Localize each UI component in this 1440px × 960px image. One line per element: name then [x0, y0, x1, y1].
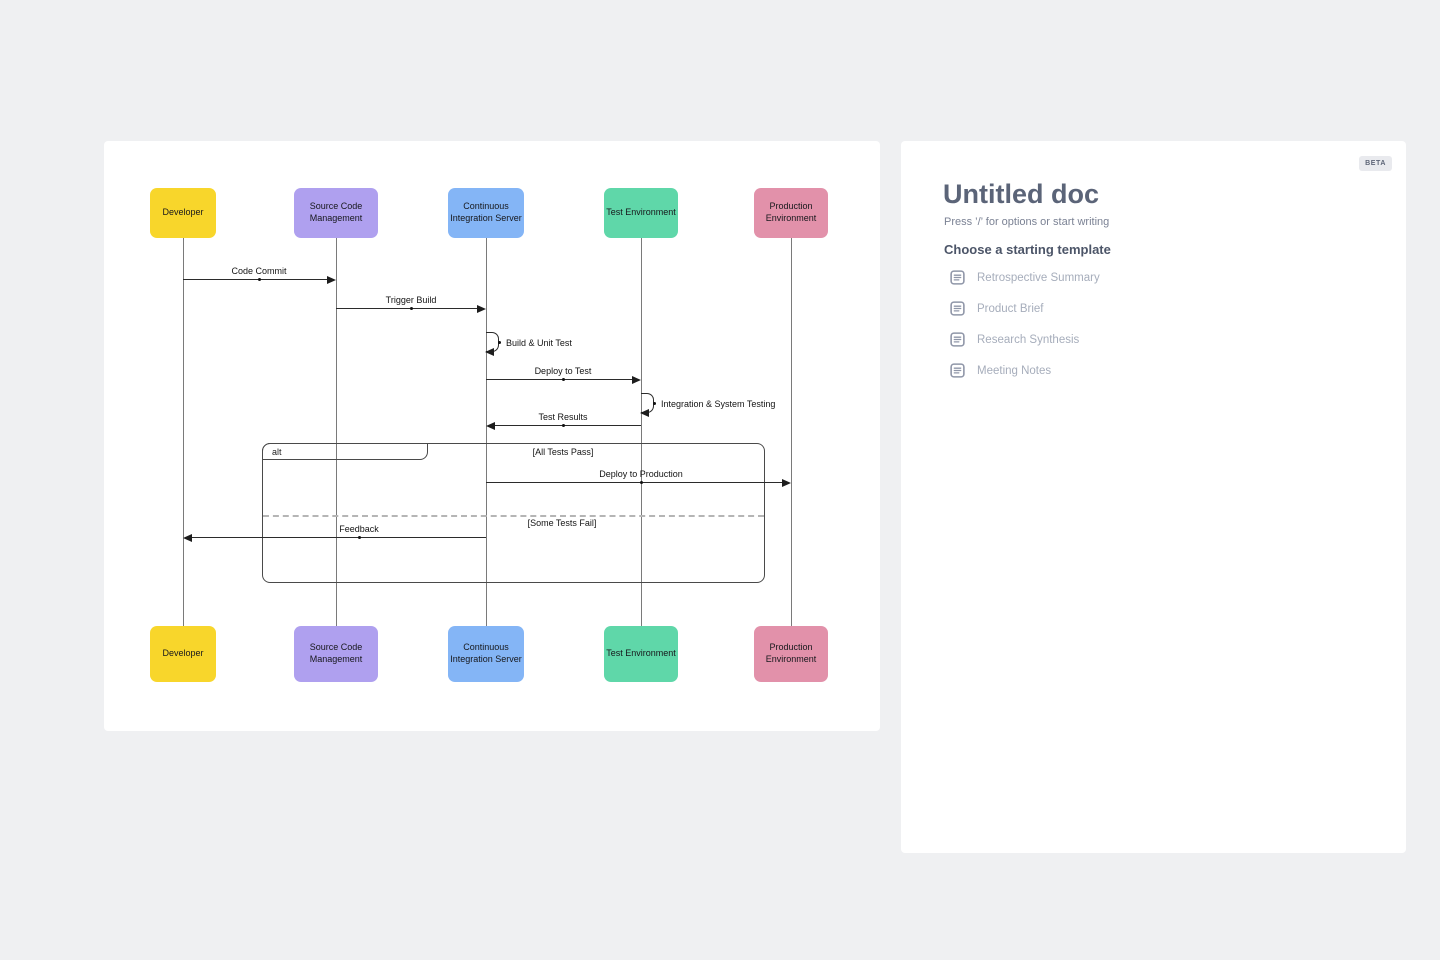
- template-item-label: Retrospective Summary: [977, 271, 1100, 284]
- self-message-integration-system-testing-anchor-dot: [652, 401, 656, 405]
- document-icon: [950, 270, 965, 285]
- template-item-research-synthesis[interactable]: Research Synthesis: [950, 332, 1100, 347]
- message-deploy-to-test-arrowhead-icon: [632, 375, 641, 384]
- alt-fragment-divider: [263, 515, 764, 517]
- self-message-build-unit-test-anchor-dot: [497, 340, 501, 344]
- templates-header: Choose a starting template: [944, 242, 1111, 257]
- actor-test-environment-bottom[interactable]: Test Environment: [604, 626, 678, 682]
- actor-continuous-integration-server-bottom[interactable]: Continuous Integration Server: [448, 626, 524, 682]
- message-test-results-label[interactable]: Test Results: [538, 412, 588, 422]
- message-feedback-anchor-dot: [357, 536, 361, 539]
- message-deploy-to-test-line[interactable]: [486, 379, 633, 380]
- message-feedback-line[interactable]: [191, 537, 486, 538]
- actor-developer-bottom[interactable]: Developer: [150, 626, 216, 682]
- template-item-label: Meeting Notes: [977, 364, 1052, 377]
- template-item-retrospective-summary[interactable]: Retrospective Summary: [950, 270, 1100, 285]
- template-item-meeting-notes[interactable]: Meeting Notes: [950, 363, 1100, 378]
- template-item-product-brief[interactable]: Product Brief: [950, 301, 1100, 316]
- message-code-commit-label[interactable]: Code Commit: [231, 266, 287, 276]
- template-item-label: Research Synthesis: [977, 333, 1080, 346]
- doc-placeholder-hint: Press ’/’ for options or start writing: [944, 216, 1110, 228]
- lifeline-developer: [183, 238, 184, 626]
- alt-guard-label: [All Tests Pass]: [532, 447, 594, 457]
- message-trigger-build-label[interactable]: Trigger Build: [385, 295, 437, 305]
- alt-fragment-frame[interactable]: alt: [262, 443, 765, 583]
- alt-guard-label: [Some Tests Fail]: [527, 518, 597, 528]
- message-trigger-build-line[interactable]: [336, 308, 478, 309]
- template-item-label: Product Brief: [977, 302, 1044, 315]
- message-code-commit-arrowhead-icon: [327, 275, 336, 284]
- message-deploy-to-test-anchor-dot: [561, 378, 565, 381]
- message-deploy-to-production-anchor-dot: [639, 481, 643, 484]
- actor-test-environment-top[interactable]: Test Environment: [604, 188, 678, 238]
- message-test-results-arrowhead-icon: [486, 421, 495, 430]
- self-message-build-unit-test-arrowhead-icon: [485, 348, 494, 356]
- self-message-build-unit-test-label[interactable]: Build & Unit Test: [506, 338, 572, 348]
- template-list: Retrospective Summary Product Brief Rese…: [950, 270, 1100, 394]
- document-icon: [950, 332, 965, 347]
- message-code-commit-anchor-dot: [257, 278, 261, 281]
- lifeline-continuous-integration-server: [486, 238, 487, 626]
- beta-badge: BETA: [1359, 156, 1392, 171]
- message-deploy-to-production-arrowhead-icon: [782, 478, 791, 487]
- message-test-results-line[interactable]: [494, 425, 641, 426]
- doc-editor-panel[interactable]: BETA Untitled doc Press ’/’ for options …: [901, 141, 1406, 853]
- message-code-commit-line[interactable]: [183, 279, 328, 280]
- self-message-integration-system-testing-label[interactable]: Integration & System Testing: [661, 399, 776, 409]
- message-deploy-to-production-label[interactable]: Deploy to Production: [599, 469, 683, 479]
- actor-developer-top[interactable]: Developer: [150, 188, 216, 238]
- document-icon: [950, 301, 965, 316]
- message-feedback-arrowhead-icon: [183, 533, 192, 542]
- message-deploy-to-test-label[interactable]: Deploy to Test: [534, 366, 592, 376]
- message-trigger-build-anchor-dot: [409, 307, 413, 310]
- actor-continuous-integration-server-top[interactable]: Continuous Integration Server: [448, 188, 524, 238]
- lifeline-test-environment: [641, 238, 642, 626]
- actor-production-environment-bottom[interactable]: Production Environment: [754, 626, 828, 682]
- lifeline-production-environment: [791, 238, 792, 626]
- actor-source-code-management-top[interactable]: Source Code Management: [294, 188, 378, 238]
- lifeline-source-code-management: [336, 238, 337, 626]
- document-icon: [950, 363, 965, 378]
- message-deploy-to-production-line[interactable]: [486, 482, 783, 483]
- self-message-integration-system-testing-arrowhead-icon: [640, 409, 649, 417]
- actor-production-environment-top[interactable]: Production Environment: [754, 188, 828, 238]
- actor-source-code-management-bottom[interactable]: Source Code Management: [294, 626, 378, 682]
- message-test-results-anchor-dot: [561, 424, 565, 427]
- doc-title[interactable]: Untitled doc: [943, 179, 1099, 209]
- message-feedback-label[interactable]: Feedback: [339, 524, 379, 534]
- alt-fragment-operator: alt: [262, 443, 428, 460]
- message-trigger-build-arrowhead-icon: [477, 304, 486, 313]
